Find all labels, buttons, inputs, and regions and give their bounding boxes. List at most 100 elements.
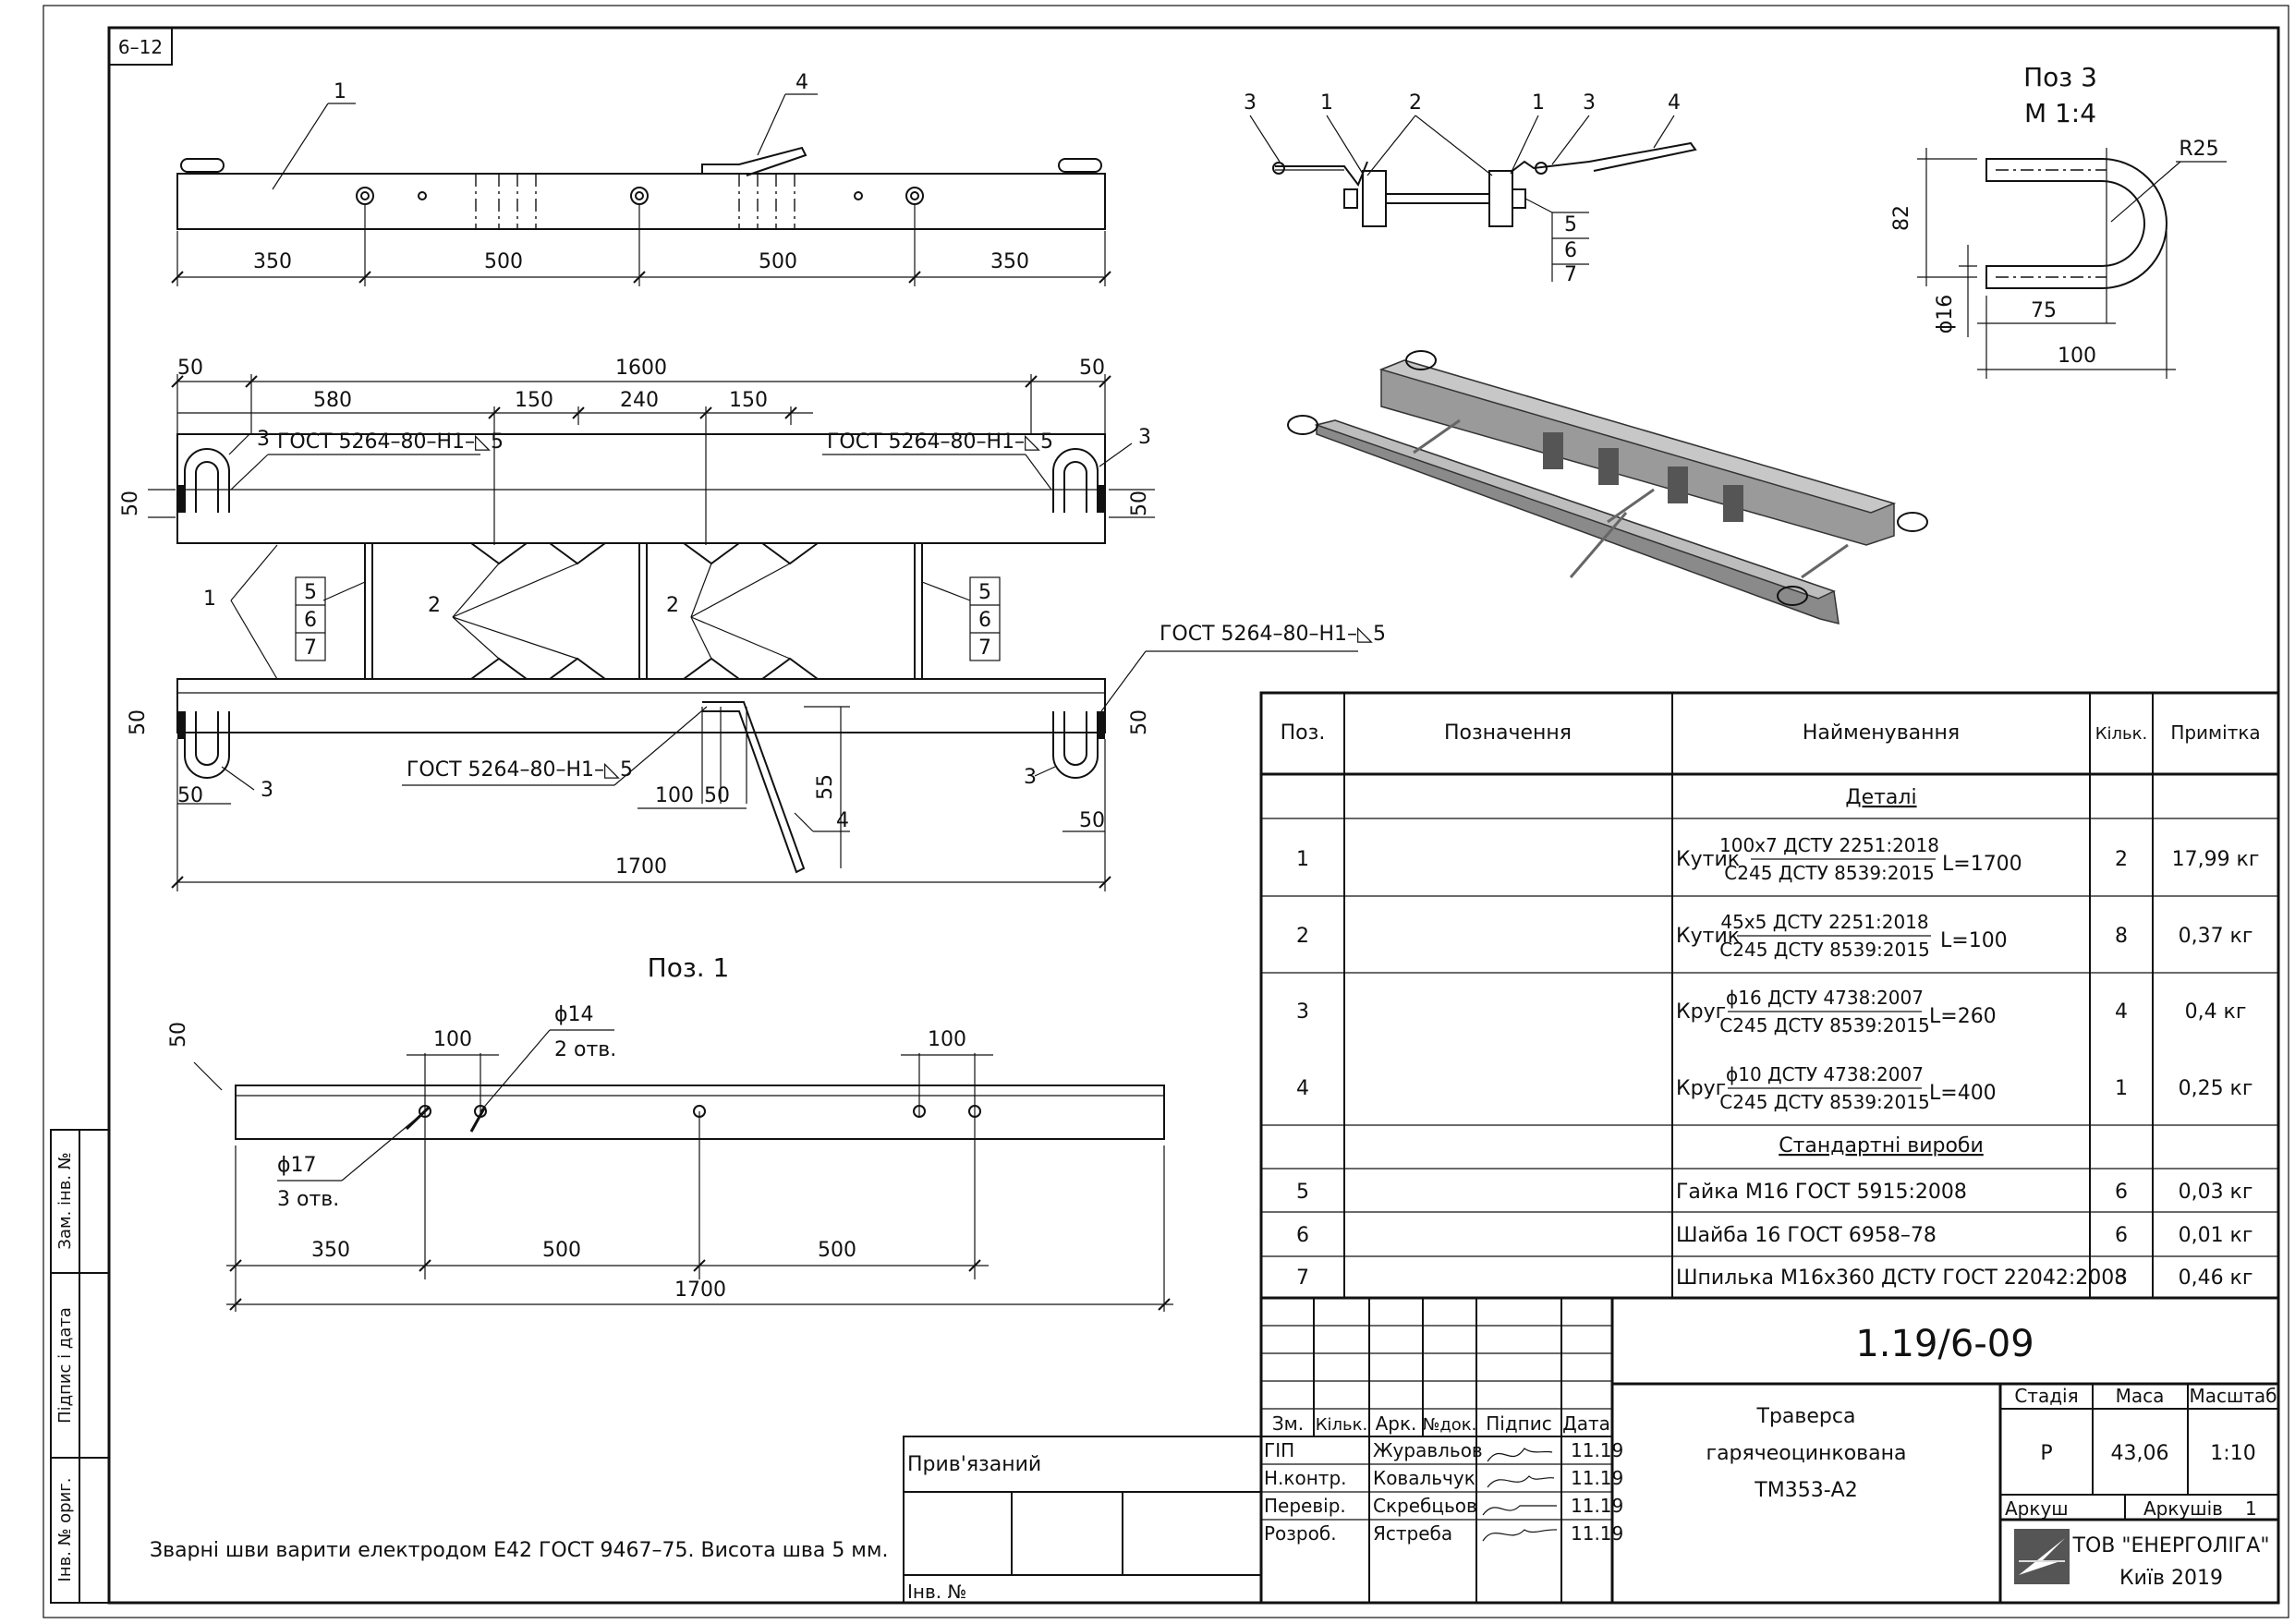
spec-row-note: 0,37 кг — [2179, 925, 2253, 948]
callout-7-b: 7 — [978, 636, 991, 660]
side-stamp-zam: Зам. інв. № — [55, 1152, 75, 1249]
dim-150-a: 150 — [515, 389, 553, 412]
spec-row-profile: 45х5 ДСТУ 2251:2018 — [1720, 911, 1928, 933]
callout-6-b: 6 — [978, 609, 991, 632]
dim-75: 75 — [2031, 299, 2057, 322]
tb-title-3: ТМ353-А2 — [1754, 1479, 1857, 1502]
weld-note-b: ГОСТ 5264–80–Н1–◺5 — [827, 430, 1053, 454]
tb-name: Ястреба — [1373, 1522, 1452, 1545]
inner-frame — [107, 26, 2280, 1605]
spec-row-note: 0,25 кг — [2179, 1077, 2253, 1100]
spec-header-name: Найменування — [1803, 721, 1960, 745]
welding-note: Зварні шви варити електродом Е42 ГОСТ 94… — [150, 1539, 889, 1562]
dim-150-b: 150 — [729, 389, 768, 412]
spec-row: 2 Кутик 45х5 ДСТУ 2251:2018 С245 ДСТУ 85… — [1296, 911, 2252, 961]
dim-500-b: 500 — [759, 250, 797, 273]
view-poz-1: Поз. 1 100 100 50 ϕ14 2 отв. ϕ17 3 отв. — [167, 952, 1173, 1312]
callout-2-sec: 2 — [1409, 91, 1422, 115]
spec-row-note: 0,46 кг — [2179, 1266, 2253, 1290]
dim-100-hole-a: 100 — [433, 1028, 472, 1051]
callout-2-a: 2 — [428, 594, 441, 617]
spec-header-pos: Поз. — [1281, 721, 1326, 745]
spec-std-row: 6 Шайба 16 ГОСТ 6958–78 6 0,01 кг — [1296, 1224, 2252, 1247]
dim-50-g: 50 — [177, 784, 203, 807]
dim-50-e: 50 — [127, 709, 150, 735]
poz3-label: Поз 3 — [2023, 62, 2097, 92]
spec-row-pos: 5 — [1296, 1181, 1309, 1204]
outer-frame — [42, 5, 2289, 1618]
tb-name: Ковальчук — [1373, 1467, 1475, 1489]
spec-section-details: Деталі — [1845, 786, 1916, 809]
view-side-elevation: 350 500 500 350 1 4 — [171, 71, 1111, 286]
view-plan: 50 1600 50 580 150 240 150 — [119, 357, 1386, 891]
spec-row-pos: 6 — [1296, 1224, 1309, 1247]
dim-500-a: 500 — [484, 250, 523, 273]
spec-row-type: Круг — [1676, 1077, 1726, 1100]
spec-row-length: L=1700 — [1942, 853, 2022, 876]
dim-50-poz1: 50 — [167, 1022, 190, 1048]
tb-city-year: Київ 2019 — [2119, 1567, 2223, 1590]
tb-name: Скребцьов — [1373, 1495, 1477, 1517]
spec-row-steel: С245 ДСТУ 8539:2015 — [1724, 862, 1934, 884]
tb-date: 11.19 — [1571, 1467, 1623, 1489]
tb-scale: 1:10 — [2210, 1442, 2255, 1465]
dim-1700-plan: 1700 — [615, 855, 667, 879]
tb-date: 11.19 — [1571, 1522, 1623, 1545]
tb-name: Журавльов — [1373, 1439, 1483, 1461]
callout-5-a: 5 — [304, 581, 317, 604]
tb-role: Н.контр. — [1264, 1467, 1347, 1489]
tb-h-ark: Арк. — [1376, 1412, 1417, 1435]
dim-580: 580 — [313, 389, 352, 412]
company-logo — [2014, 1529, 2070, 1584]
spec-row-name: Гайка М16 ГОСТ 5915:2008 — [1676, 1181, 1967, 1204]
dim-55: 55 — [814, 774, 837, 800]
tb-h-scale: Масштаб — [2189, 1385, 2277, 1407]
spec-row-pos: 4 — [1296, 1077, 1309, 1100]
spec-row-qty: 4 — [2115, 1000, 2128, 1024]
dim-1700-poz1: 1700 — [674, 1279, 726, 1302]
spec-row-qty: 3 — [2115, 1266, 2128, 1290]
spec-section-standard: Стандартні вироби — [1779, 1134, 1984, 1157]
tb-h-pidpys: Підпис — [1486, 1412, 1552, 1435]
tb-role: ГІП — [1264, 1439, 1294, 1461]
dim-100-hole-b: 100 — [928, 1028, 966, 1051]
callout-2-b: 2 — [666, 594, 679, 617]
tb-stage: Р — [2040, 1442, 2052, 1465]
callout-6-sec: 6 — [1564, 239, 1577, 262]
spec-row-steel: С245 ДСТУ 8539:2015 — [1719, 939, 1929, 961]
dim-holes3: 3 отв. — [277, 1188, 339, 1211]
spec-row-qty: 6 — [2115, 1181, 2128, 1204]
tb-sheet-label: Аркуш — [2005, 1497, 2069, 1520]
tb-h-ndok: №док. — [1423, 1415, 1477, 1435]
tb-date: 11.19 — [1571, 1495, 1623, 1517]
tb-role: Перевір. — [1264, 1495, 1346, 1517]
tb-role: Розроб. — [1264, 1522, 1337, 1545]
tb-h-stage: Стадія — [2014, 1385, 2078, 1407]
tb-h-data: Дата — [1562, 1412, 1610, 1435]
spec-row-note: 17,99 кг — [2172, 848, 2260, 871]
tb-sheets: 1 — [2245, 1497, 2257, 1520]
dim-350-b: 350 — [990, 250, 1029, 273]
spec-row-note: 0,4 кг — [2185, 1000, 2247, 1024]
dim-50-c: 50 — [119, 491, 142, 516]
callout-1-plan: 1 — [203, 588, 216, 611]
tb-mass: 43,06 — [2111, 1442, 2169, 1465]
dim-phi17: ϕ17 — [277, 1154, 317, 1177]
callout-1-sec-a: 1 — [1320, 91, 1333, 115]
dim-50-f: 50 — [1128, 709, 1151, 735]
sheet-code: 6–12 — [118, 36, 163, 58]
spec-row-type: Кутик — [1676, 925, 1740, 948]
signature-1 — [1487, 1448, 1553, 1462]
spec-row: 1 Кутик 100х7 ДСТУ 2251:2018 С245 ДСТУ 8… — [1296, 834, 2259, 884]
tb-title-2: гарячеоцинкована — [1706, 1442, 1907, 1465]
spec-std-row: 5 Гайка М16 ГОСТ 5915:2008 6 0,03 кг — [1296, 1181, 2252, 1204]
drawing-code: 1.19/6-09 — [1855, 1323, 2034, 1365]
spec-row-pos: 2 — [1296, 925, 1309, 948]
spec-row-name: Шайба 16 ГОСТ 6958–78 — [1676, 1224, 1937, 1247]
spec-row-pos: 7 — [1296, 1266, 1309, 1290]
dim-100-rod: 100 — [655, 784, 694, 807]
dim-phi16: ϕ16 — [1934, 295, 1957, 334]
spec-table: Поз. Позначення Найменування Кільк. Прим… — [1259, 691, 2280, 1300]
spec-row-length: L=400 — [1929, 1082, 1997, 1105]
